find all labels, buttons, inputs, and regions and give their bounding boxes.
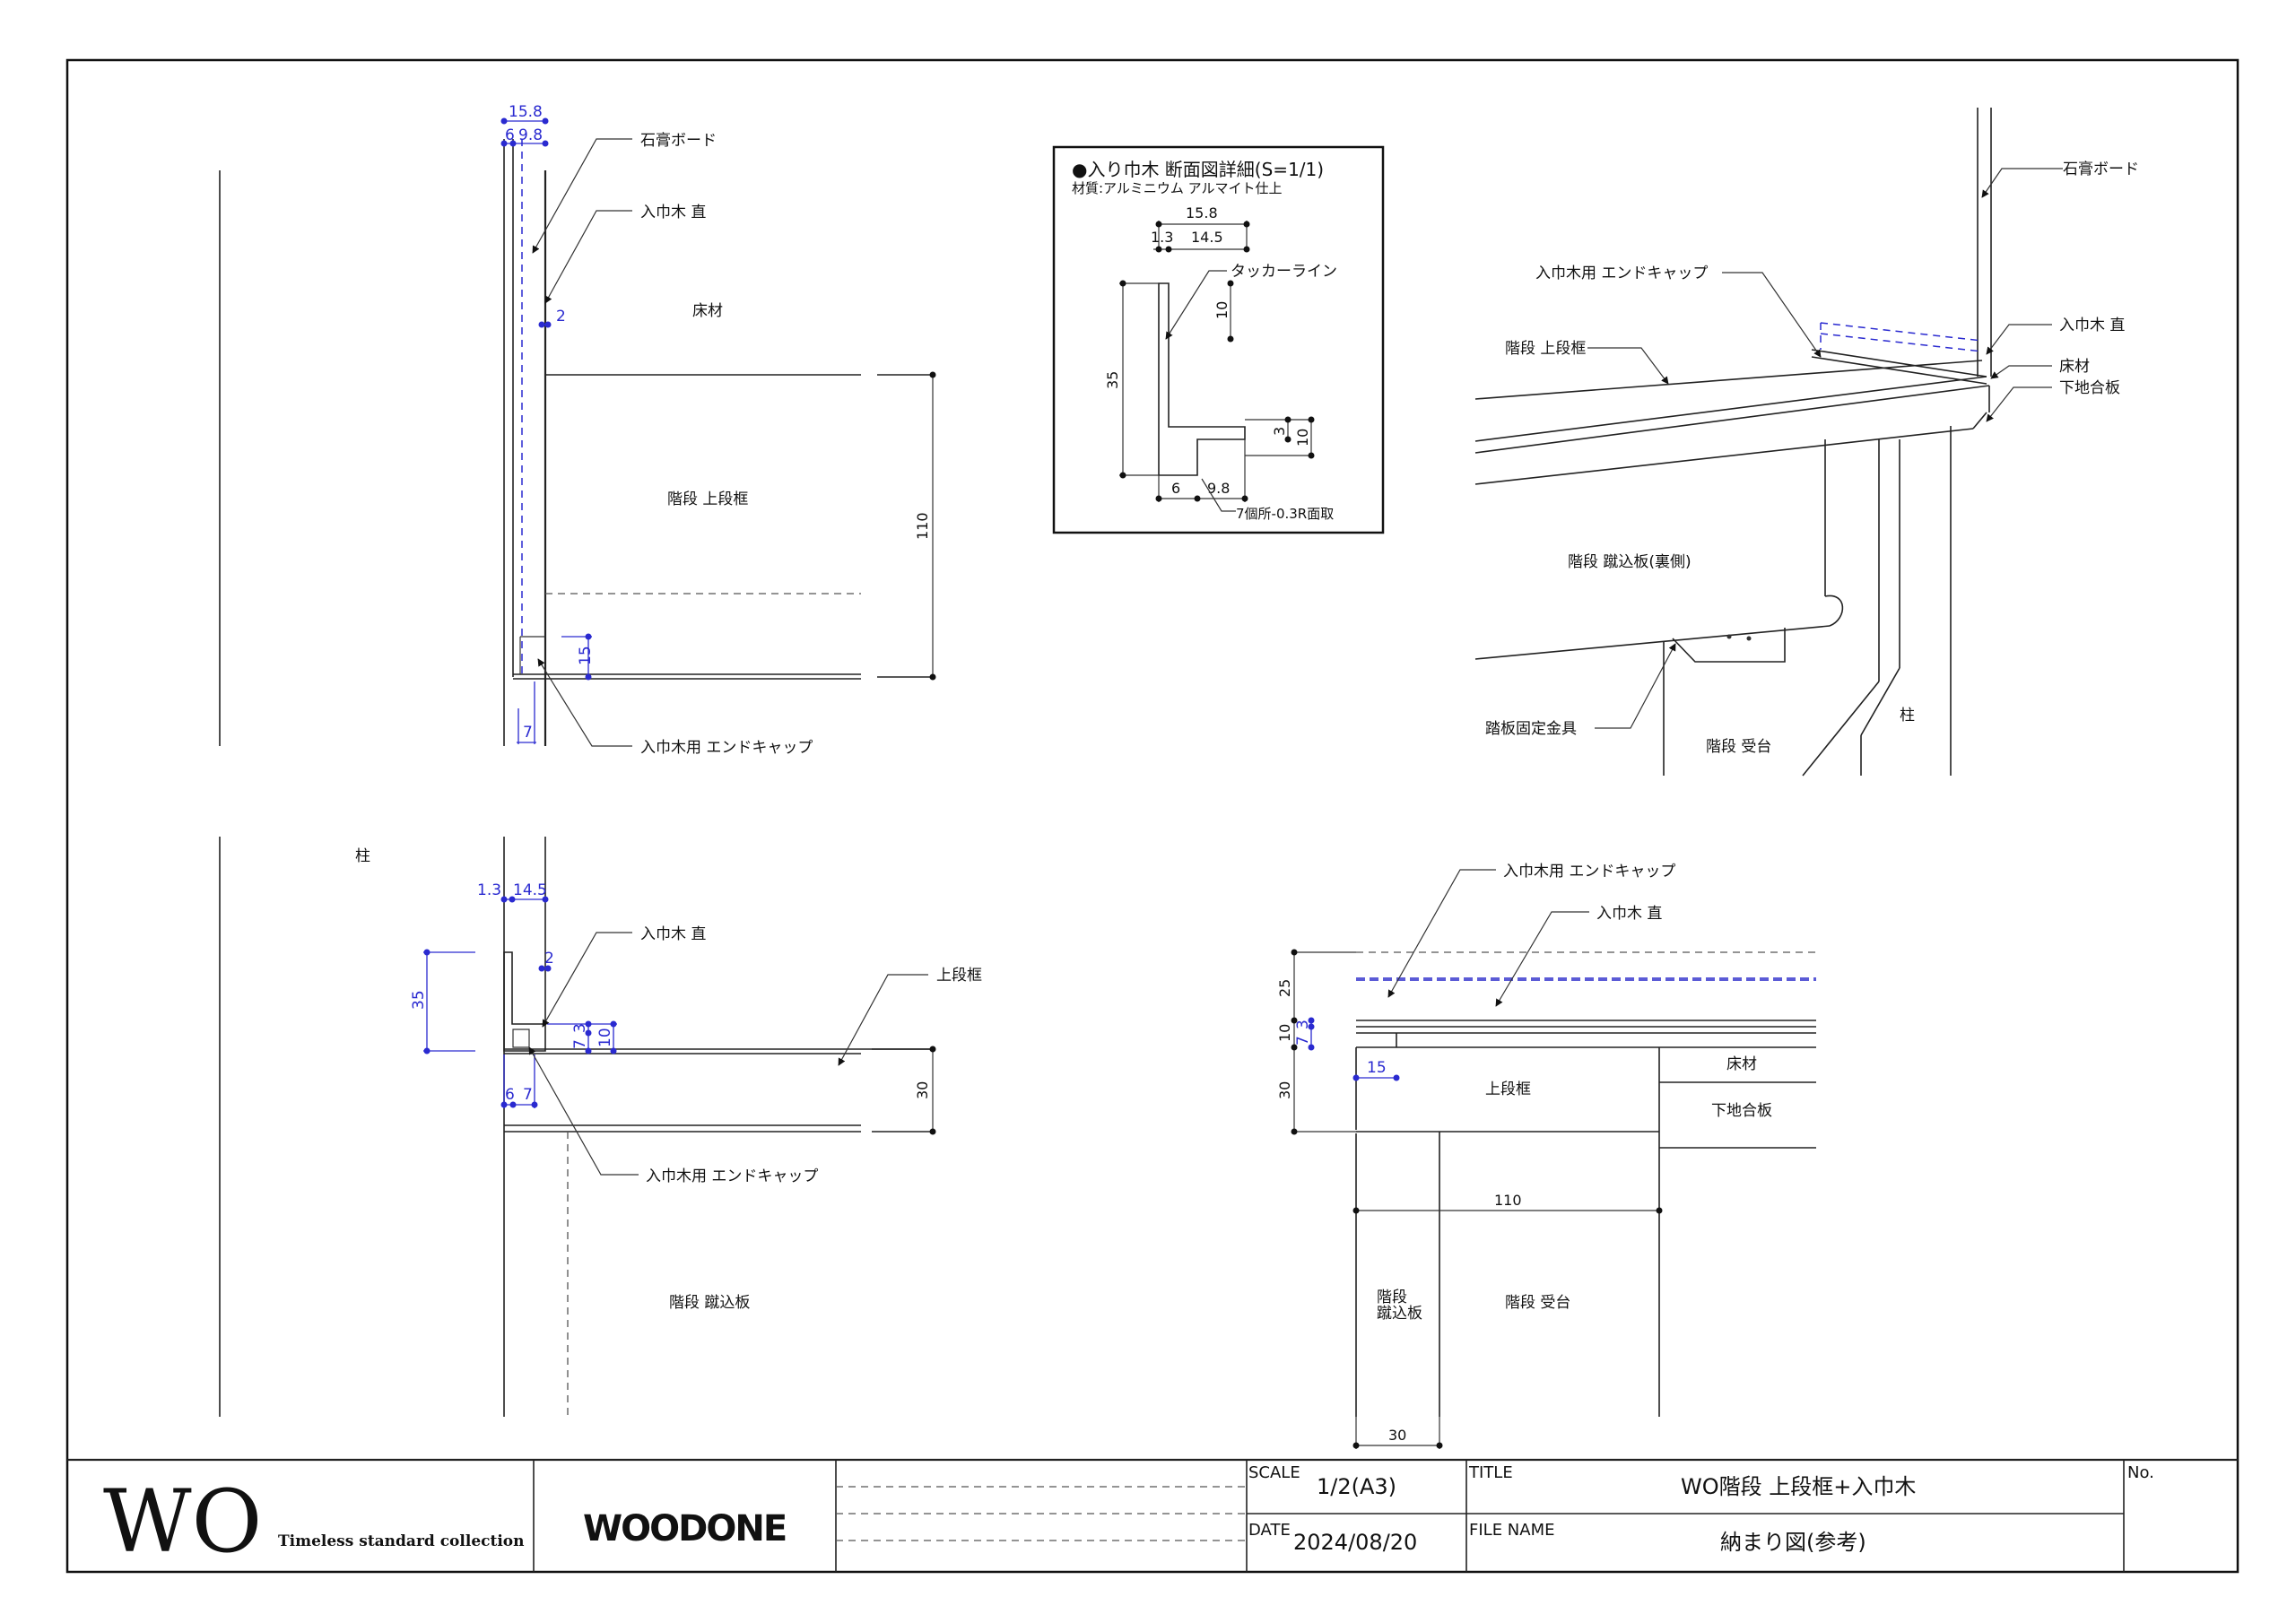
detail-dim-1-3: 1.3 <box>1151 229 1173 246</box>
detail-dim-3: 3 <box>1271 427 1288 436</box>
label-end-cap: 入巾木用 エンドキャップ <box>640 739 813 757</box>
brand-tagline: Timeless standard collection <box>278 1532 525 1550</box>
detail-dim-6: 6 <box>1171 480 1180 497</box>
dim-6-b: 6 <box>505 1086 515 1104</box>
sheet-number-label: No. <box>2127 1463 2154 1482</box>
date-value: 2024/08/20 <box>1293 1530 1417 1555</box>
sheet-border <box>65 58 2239 1574</box>
detail-dim-10-a: 10 <box>1213 301 1231 319</box>
label-baseboard-straight-4: 入巾木 直 <box>1596 905 1662 923</box>
section-view-bottom-left: 柱 1.3 14.5 2 35 3 7 10 <box>219 837 982 1417</box>
dim-30: 30 <box>914 1081 931 1099</box>
label-riser-back: 階段 蹴込板(裏側) <box>1568 552 1692 571</box>
dim-6: 6 <box>505 126 515 144</box>
label-end-cap-4: 入巾木用 エンドキャップ <box>1503 863 1675 881</box>
title-label: TITLE <box>1468 1463 1513 1482</box>
dim-15-b: 15 <box>1367 1059 1387 1077</box>
detail-dim-14-5: 14.5 <box>1191 229 1223 246</box>
dim-7-d: 7 <box>1294 1036 1312 1046</box>
label-stair-support-2: 階段 受台 <box>1706 738 1771 756</box>
detail-material: 材質:アルミニウム アルマイト仕上 <box>1072 180 1283 196</box>
label-end-cap-2: 入巾木用 エンドキャップ <box>1535 265 1708 282</box>
dim-15-8: 15.8 <box>509 103 543 121</box>
label-floor-2: 床材 <box>2059 358 2090 376</box>
brand-mark: WO <box>103 1471 262 1572</box>
detail-dim-35: 35 <box>1104 371 1121 389</box>
label-pillar: 柱 <box>355 847 370 865</box>
dim-3: 3 <box>571 1023 589 1033</box>
dim-25: 25 <box>1276 979 1293 997</box>
label-end-cap-3: 入巾木用 エンドキャップ <box>646 1167 818 1185</box>
section-view-top-left: 15.8 6 9.8 2 110 15 7 石膏ボード 入巾木 直 床材 階段 … <box>219 103 936 757</box>
dim-35: 35 <box>410 990 428 1010</box>
label-subfloor-3: 下地合板 <box>1711 1102 1772 1120</box>
label-upper-stile-2: 階段 上段框 <box>1505 340 1586 358</box>
date-label: DATE <box>1248 1521 1291 1540</box>
dim-30-d: 30 <box>1388 1427 1406 1444</box>
detail-dim-10-b: 10 <box>1294 429 1311 447</box>
label-riser-short-1: 階段 <box>1377 1289 1407 1306</box>
dim-2-b: 2 <box>544 950 554 968</box>
label-baseboard-straight: 入巾木 直 <box>640 204 706 221</box>
label-gypsum-board-2: 石膏ボード <box>2063 160 2139 178</box>
woodone-logo: WOODONE <box>583 1508 786 1549</box>
label-floor: 床材 <box>692 302 723 320</box>
detail-dim-9-8: 9.8 <box>1207 480 1230 497</box>
title-block: WO Timeless standard collection WOODONE … <box>67 1458 2238 1572</box>
dim-10: 10 <box>596 1028 614 1047</box>
label-tucker-line: タッカーライン <box>1231 263 1337 281</box>
detail-title: ●入り巾木 断面図詳細(S=1/1) <box>1072 159 1324 180</box>
section-view-bottom-right: 25 10 30 3 7 15 110 30 入巾木用 エンドキャップ 入巾木 … <box>1276 863 1816 1449</box>
dim-1-3: 1.3 <box>477 881 501 899</box>
label-upper-stile: 階段 上段框 <box>667 490 748 508</box>
label-gypsum-board: 石膏ボード <box>640 131 717 150</box>
label-upper-frame: 上段框 <box>936 967 982 985</box>
dim-10-c: 10 <box>1276 1024 1293 1042</box>
label-riser-short-2: 蹴込板 <box>1377 1305 1422 1323</box>
label-subfloor-2: 下地合板 <box>2059 379 2120 397</box>
scale-label: SCALE <box>1248 1463 1300 1482</box>
dim-110: 110 <box>914 512 931 540</box>
file-name-value: 納まり図(参考) <box>1720 1530 1866 1555</box>
label-upper-frame-2: 上段框 <box>1485 1081 1531 1098</box>
scale-value: 1/2(A3) <box>1317 1474 1396 1499</box>
title-value: WO階段 上段框+入巾木 <box>1681 1474 1916 1499</box>
dim-3-b: 3 <box>1294 1020 1312 1029</box>
label-riser: 階段 蹴込板 <box>669 1294 750 1312</box>
label-chamfer: 7個所-0.3R面取 <box>1236 506 1334 522</box>
dim-30-c: 30 <box>1276 1081 1293 1099</box>
label-pillar-2: 柱 <box>1900 707 1915 725</box>
dim-2: 2 <box>556 308 566 325</box>
label-baseboard-straight-2: 入巾木 直 <box>2059 317 2125 334</box>
dim-14-5: 14.5 <box>513 881 547 899</box>
file-name-label: FILE NAME <box>1469 1521 1554 1540</box>
dim-7-b: 7 <box>571 1039 589 1049</box>
detail-dim-15-8: 15.8 <box>1186 204 1218 221</box>
dim-7-c: 7 <box>523 1086 533 1104</box>
label-stair-support: 階段 受台 <box>1505 1294 1570 1312</box>
label-baseboard-straight-3: 入巾木 直 <box>640 925 706 943</box>
dim-7: 7 <box>523 724 533 742</box>
dim-9-8: 9.8 <box>518 126 543 144</box>
dim-110-b: 110 <box>1494 1192 1522 1209</box>
dim-15: 15 <box>577 646 595 665</box>
label-floor-3: 床材 <box>1726 1055 1757 1073</box>
perspective-view-top-right: 石膏ボード 入巾木用 エンドキャップ 入巾木 直 階段 上段框 床材 下地合板 … <box>1474 108 2139 777</box>
profile-detail-box: ●入り巾木 断面図詳細(S=1/1) 材質:アルミニウム アルマイト仕上 15.… <box>1052 145 1385 534</box>
label-tread-bracket: 踏板固定金具 <box>1485 720 1577 738</box>
